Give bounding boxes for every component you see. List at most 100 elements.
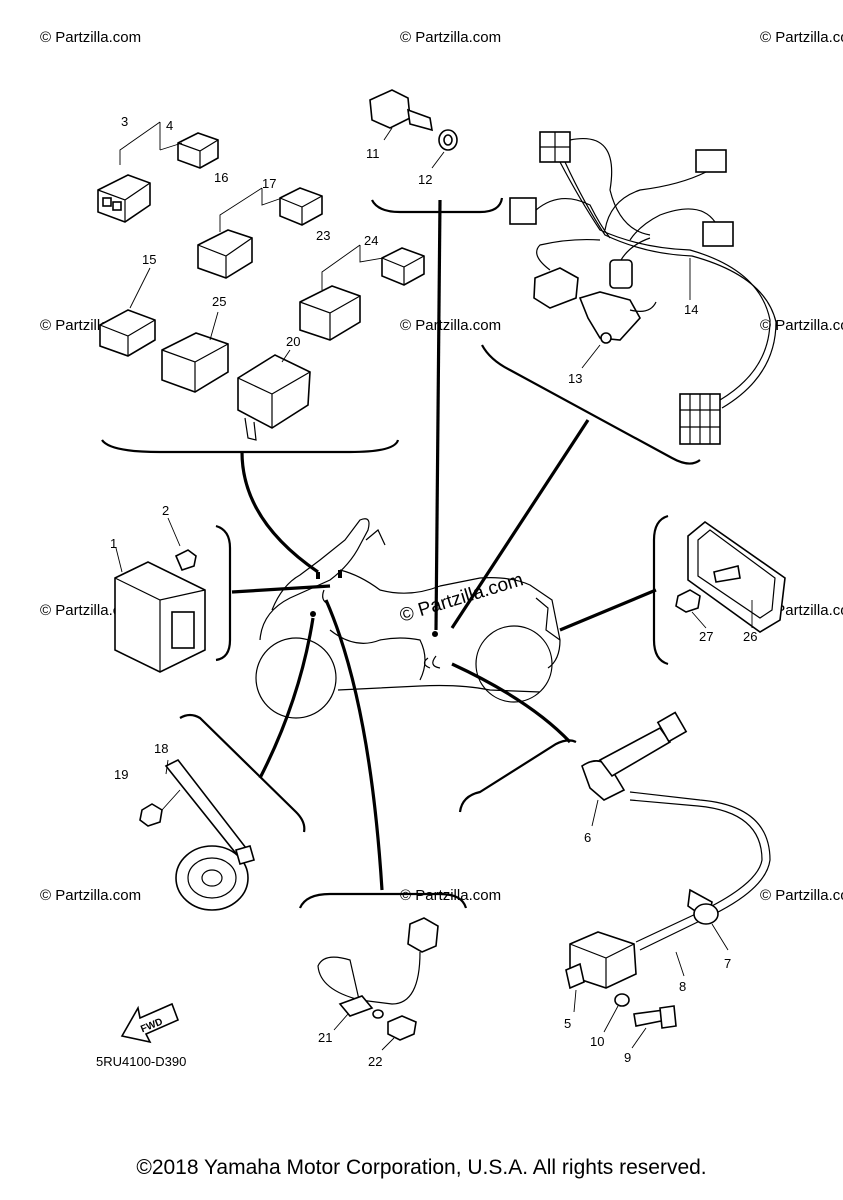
relay-20-tab [244, 417, 257, 441]
crank-sensor-13 [578, 291, 641, 341]
callout-12: 12 [418, 172, 432, 187]
callout-4: 4 [166, 118, 173, 133]
nut-27 [675, 589, 701, 613]
leader-11 [383, 127, 393, 141]
callout-16: 16 [214, 170, 228, 185]
rectifier-group [114, 517, 232, 673]
harness-wire [536, 238, 601, 271]
group-bracket-cable [298, 892, 468, 909]
harness-wire [629, 208, 716, 241]
wire-harness-group [481, 131, 777, 465]
callout-23: 23 [316, 228, 330, 243]
group-bracket-connectors [101, 439, 400, 454]
connector-housing-3 [97, 174, 151, 223]
harness-wire [559, 161, 771, 401]
harness-wire [564, 161, 777, 409]
watermark: © Partzilla.com [760, 29, 843, 46]
leader-1-2 [115, 517, 181, 573]
component-marker [316, 572, 320, 579]
leader-12 [431, 151, 445, 169]
horn-18-ring [187, 857, 237, 899]
callout-22: 22 [368, 1054, 382, 1069]
connector-housing-16-edge [197, 237, 253, 278]
group-bracket-horn [179, 713, 306, 833]
leader-coil-to-bike [451, 662, 572, 744]
leader-13 [581, 344, 601, 369]
ignition-coil-5-edge [569, 943, 635, 988]
callout-3: 3 [121, 114, 128, 129]
connector-pin [112, 201, 122, 211]
fwd-arrow-icon [120, 1002, 180, 1044]
group-bracket-cover [652, 514, 669, 666]
callout-24: 24 [364, 233, 378, 248]
connector-housing-3-edge [97, 182, 151, 222]
leader-15 [129, 267, 151, 309]
group-bracket-harness [481, 344, 701, 465]
callout-5: 5 [564, 1016, 571, 1031]
bolt-19 [139, 803, 163, 827]
horn-18-nut [235, 845, 255, 865]
callout-13: 13 [568, 371, 582, 386]
leader-25 [209, 311, 219, 341]
connector-pin [102, 197, 112, 207]
washer-12-hole [443, 134, 453, 146]
watermark: © Partzilla.com [400, 29, 501, 46]
crank-sensor-13-wire [629, 301, 657, 312]
harness-wire [569, 138, 651, 236]
watermark: © Partzilla.com [760, 887, 843, 904]
bracket-3-4 [119, 121, 183, 165]
connector-housing-15 [99, 309, 156, 357]
callout-1: 1 [110, 536, 117, 551]
relay-20-edge [237, 371, 311, 428]
watermark: © Partzilla.com [40, 29, 141, 46]
leader-26-27 [691, 600, 753, 629]
callout-25: 25 [212, 294, 226, 309]
callout-20: 20 [286, 334, 300, 349]
leader-connectors-to-bike [240, 451, 319, 574]
connector-housing-24-edge [381, 255, 425, 285]
cable-21-terminal [338, 995, 374, 1017]
hi-tension-lead [629, 799, 763, 943]
harness-wire [535, 198, 611, 239]
leader-harness-to-bike [450, 419, 590, 629]
plug-cap-6-boot [598, 726, 672, 778]
connector-housing-23-edge [299, 295, 361, 340]
rectifier-1-edge [114, 577, 206, 672]
horn-bracket-18 [164, 758, 248, 858]
frame-outline [535, 597, 561, 641]
callout-18: 18 [154, 741, 168, 756]
callout-27: 27 [699, 629, 713, 644]
motorcycle-silhouette [255, 518, 561, 719]
callout-10: 10 [590, 1034, 604, 1049]
harness-wire [620, 237, 651, 261]
callout-8: 8 [679, 979, 686, 994]
bolt-9-head [659, 1005, 677, 1029]
hi-tension-lead [629, 791, 771, 951]
cable-group [298, 892, 468, 1051]
leader-18-19 [161, 759, 181, 811]
center-watermark: © Partzilla.com [397, 569, 526, 627]
harness-connector [609, 259, 633, 289]
crank-sensor-13-hole [600, 332, 612, 344]
group-bracket-sensor [371, 197, 504, 214]
frame-outline [337, 684, 541, 693]
component-marker [310, 611, 316, 617]
cable-21-ring [372, 1009, 384, 1019]
connector-housing-16 [197, 229, 253, 279]
cable-coupler-21 [407, 917, 439, 953]
leader-rectifier-to-bike [231, 584, 331, 594]
horn-group [139, 713, 306, 911]
bolt-2 [174, 549, 197, 571]
horn-18 [175, 845, 249, 911]
temp-sensor-11 [369, 89, 411, 129]
frame-outline [259, 518, 370, 641]
leader-cover-to-bike [559, 588, 657, 632]
connector-group [97, 121, 425, 454]
callout-11: 11 [366, 146, 380, 161]
connector-housing-25-edge [161, 343, 229, 392]
engine-outline [329, 629, 426, 681]
group-bracket-coil [458, 739, 577, 813]
cover-26-inner [697, 529, 776, 619]
rectifier-1-coupler [171, 611, 195, 649]
relay-20 [237, 354, 311, 429]
